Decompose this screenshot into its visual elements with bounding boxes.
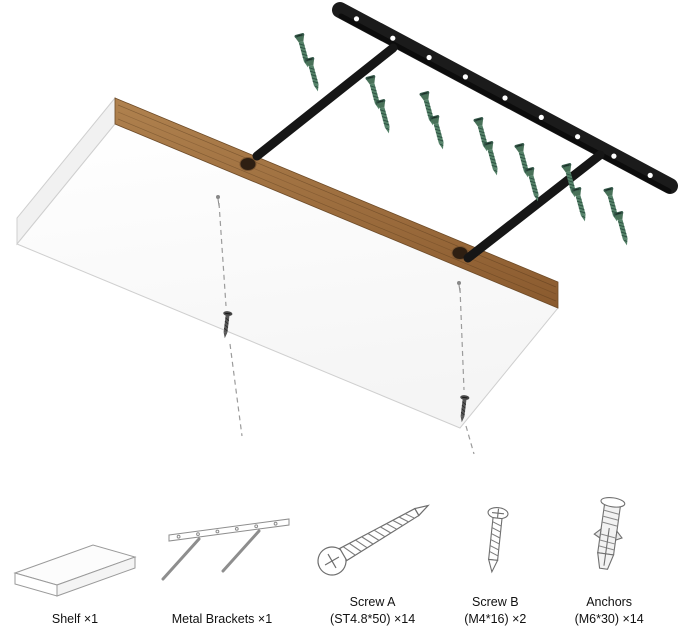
part-label: Shelf ×1	[51, 612, 99, 626]
part-item-anchors: Anchors (M6*30) ×14	[549, 492, 669, 636]
part-item-metal-brackets: Metal Brackets ×1	[140, 509, 304, 636]
part-sublabel: (M4*16) ×2	[464, 612, 527, 626]
parts-list: Shelf ×1	[0, 486, 679, 636]
screw-a	[612, 210, 633, 248]
rod-hole	[239, 157, 257, 171]
bracket-rail	[252, 2, 678, 263]
screw-b-guides	[218, 202, 475, 455]
part-item-screw-b: Screw B (M4*16) ×2	[441, 502, 549, 636]
screw-a-icon	[305, 489, 440, 584]
bracket-rod	[463, 150, 605, 263]
screw-b-icon	[469, 502, 521, 584]
screw-a	[303, 56, 324, 94]
screw-a	[428, 114, 449, 152]
part-label: Screw B	[472, 595, 519, 609]
part-sublabel: (M6*30) ×14	[574, 612, 644, 626]
bracket-rod	[252, 43, 398, 161]
part-label: Anchors	[586, 595, 633, 609]
anchors-icon	[578, 492, 640, 584]
part-item-screw-a: Screw A (ST4.8*50) ×14	[304, 489, 441, 636]
shelf-icon	[9, 537, 141, 601]
part-item-shelf: Shelf ×1	[10, 537, 140, 636]
rail-holes	[353, 16, 653, 178]
part-label: Metal Brackets ×1	[171, 612, 273, 626]
screw-a	[374, 98, 395, 136]
exploded-view-illustration	[16, 2, 678, 455]
shelf-board	[16, 96, 559, 429]
screw-a	[570, 186, 591, 224]
screw-a	[482, 140, 503, 178]
metal-brackets-icon	[147, 509, 297, 601]
part-label: Screw A	[349, 595, 396, 609]
part-sublabel: (ST4.8*50) ×14	[330, 612, 416, 626]
